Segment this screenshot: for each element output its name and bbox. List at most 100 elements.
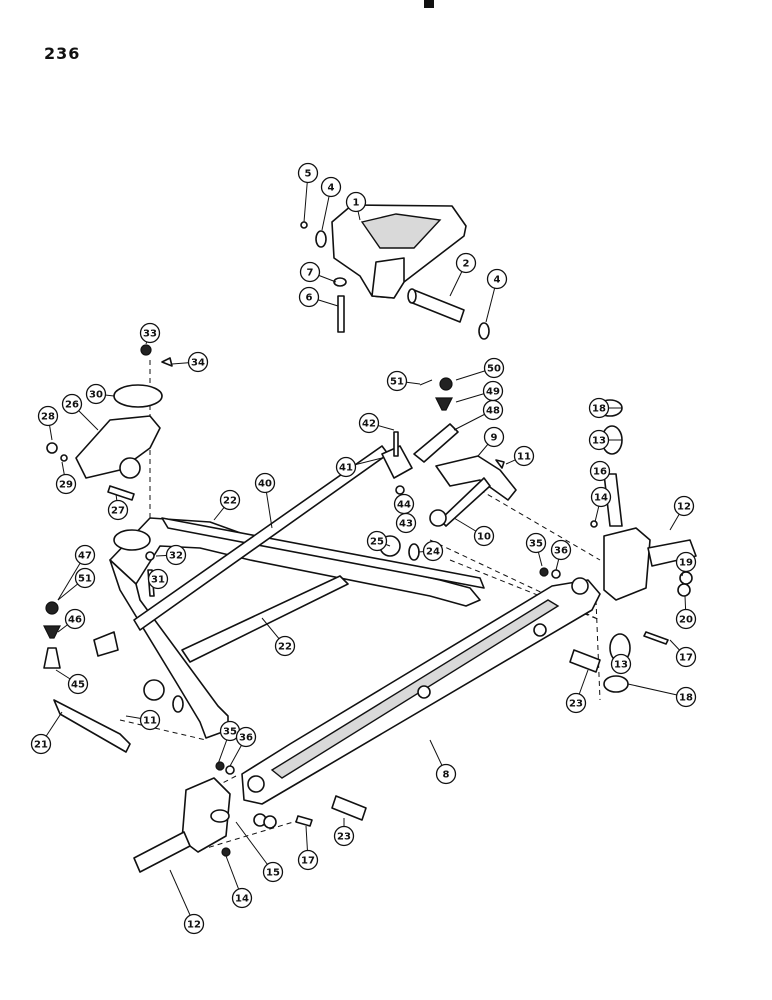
callout-19: 19: [675, 551, 697, 573]
callout-number: 13: [592, 436, 606, 447]
callout-43: 43: [395, 512, 417, 534]
spindle-nut: [677, 583, 691, 597]
callout-48: 48: [482, 399, 504, 421]
callout-circle: [588, 397, 610, 419]
callout-number: 1: [353, 198, 360, 209]
callout-circle: [435, 763, 457, 785]
callout-17: 17: [297, 849, 319, 871]
callout-circle: [588, 429, 610, 451]
plate-lock: [161, 357, 173, 367]
callout-circle: [85, 383, 107, 405]
front-axle-beam: [241, 577, 601, 805]
lock-pin: [300, 221, 308, 229]
callout-18: 18: [675, 686, 697, 708]
steering-arm: [53, 699, 131, 753]
callout-circle: [262, 861, 284, 883]
callout-17: 17: [675, 646, 697, 668]
callout-number: 18: [592, 404, 606, 415]
bracket-bolt: [337, 295, 345, 333]
callout-circle: [610, 653, 632, 675]
callout-circle: [139, 709, 161, 731]
callout-number: 51: [78, 574, 92, 585]
callout-11: 11: [513, 445, 535, 467]
callout-31: 31: [147, 568, 169, 590]
pivot-bolt-stud: [331, 795, 367, 821]
callout-circle: [675, 686, 697, 708]
callout-number: 27: [111, 506, 125, 517]
callout-circle: [107, 499, 129, 521]
callout-circle: [297, 849, 319, 871]
callout-15: 15: [262, 861, 284, 883]
callout-number: 41: [339, 463, 353, 474]
callout-circle: [675, 551, 697, 573]
callout-circle: [675, 646, 697, 668]
callout-circle: [345, 191, 367, 213]
callout-46: 46: [64, 608, 86, 630]
callout-circle: [274, 635, 296, 657]
callout-circle: [187, 351, 209, 373]
callout-circle: [358, 412, 380, 434]
callout-circle: [525, 532, 547, 554]
alignment-dashed-line: [119, 719, 207, 741]
callout-11: 11: [139, 709, 161, 731]
callout-23: 23: [333, 825, 355, 847]
callout-number: 26: [65, 400, 79, 411]
bushing: [143, 679, 165, 701]
callout-circle: [335, 456, 357, 478]
callout-47: 47: [74, 544, 96, 566]
king-pin: [603, 473, 623, 527]
diagram-parts: [43, 204, 697, 873]
callout-number: 33: [143, 329, 157, 340]
callout-number: 28: [41, 412, 55, 423]
callout-circle: [455, 252, 477, 274]
callout-circle: [486, 268, 508, 290]
callout-4: 4: [486, 268, 508, 290]
callout-number: 48: [486, 406, 500, 417]
pivot-nut: [46, 442, 58, 454]
callout-circle: [550, 539, 572, 561]
callout-number: 11: [143, 716, 157, 727]
callout-number: 12: [187, 920, 201, 931]
callout-circle: [55, 473, 77, 495]
pivot-bolt: [107, 485, 135, 501]
clamp-bolt: [393, 431, 399, 457]
callout-circle: [74, 544, 96, 566]
callout-21: 21: [30, 733, 52, 755]
callout-circle: [37, 405, 59, 427]
castle-nut: [45, 601, 59, 615]
callout-number: 42: [362, 419, 376, 430]
callout-circle: [320, 176, 342, 198]
callout-circle: [513, 445, 535, 467]
callout-51: 51: [386, 370, 408, 392]
grease-fitting: [221, 847, 231, 857]
kingpin-cap: [603, 675, 629, 693]
callout-circle: [386, 370, 408, 392]
stud-washer: [145, 551, 155, 561]
callout-1: 1: [345, 191, 367, 213]
callout-number: 31: [151, 575, 165, 586]
callout-20: 20: [675, 608, 697, 630]
dust-seal: [43, 625, 61, 639]
callout-circle: [67, 673, 89, 695]
callout-number: 45: [71, 680, 85, 691]
spindle-washer: [679, 571, 693, 585]
callout-number: 13: [614, 660, 628, 671]
callout-number: 36: [554, 546, 568, 557]
callout-number: 23: [569, 699, 583, 710]
callout-number: 49: [486, 387, 500, 398]
grease-fitting: [590, 520, 598, 528]
callout-12: 12: [183, 913, 205, 935]
pivot-cover-plate: [113, 384, 163, 408]
callout-number: 36: [239, 733, 253, 744]
callout-45: 45: [67, 673, 89, 695]
steering-spindle: [133, 777, 231, 873]
callout-25: 25: [366, 530, 388, 552]
callout-41: 41: [335, 456, 357, 478]
callout-circle: [333, 825, 355, 847]
callout-number: 4: [328, 183, 335, 194]
callout-number: 14: [594, 493, 608, 504]
callout-2: 2: [455, 252, 477, 274]
callout-number: 35: [529, 539, 543, 550]
callout-circle: [139, 322, 161, 344]
